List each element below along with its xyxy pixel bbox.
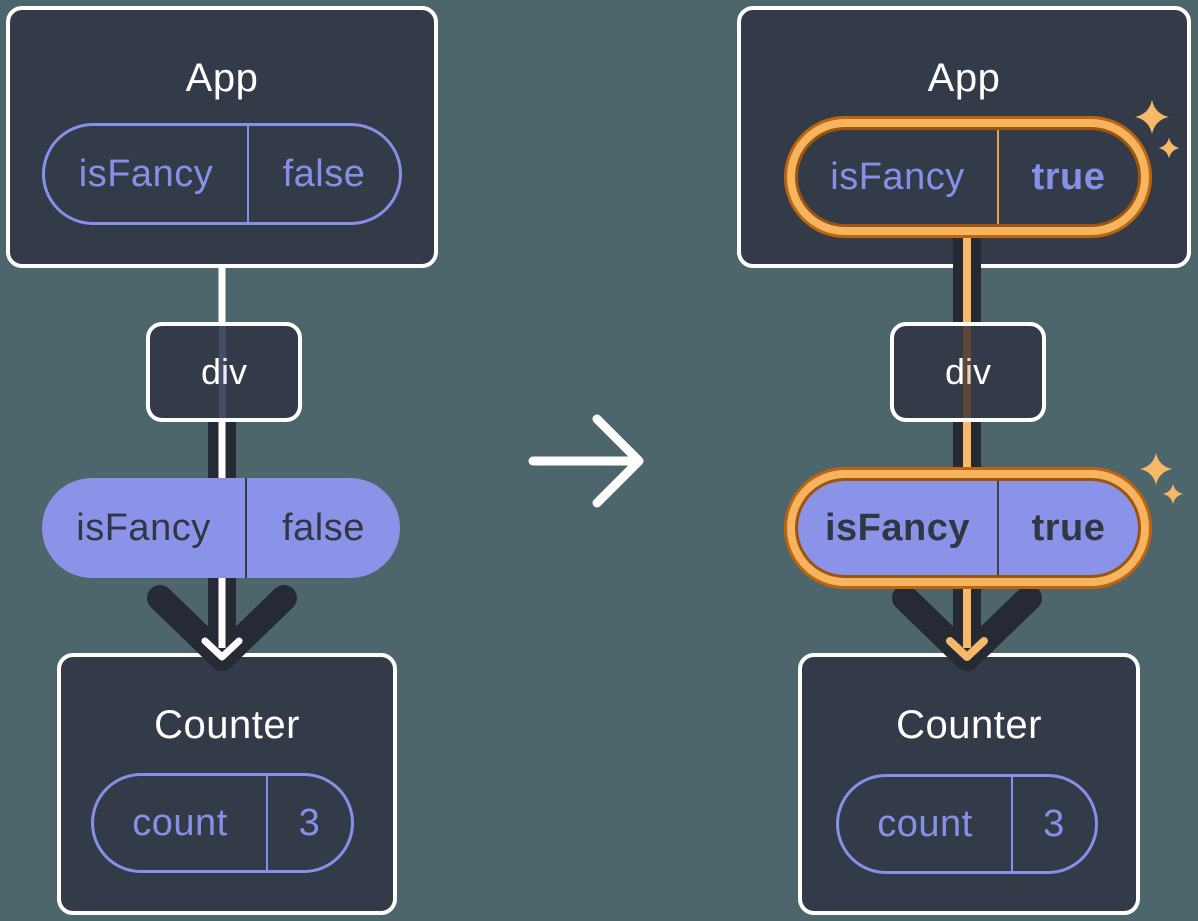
pill-divider: [266, 776, 268, 870]
prop-name-label: isFancy: [824, 506, 971, 549]
pill-divider: [245, 478, 247, 578]
state-pill-isfancy-before: isFancy false: [42, 123, 402, 225]
pill-divider: [997, 481, 999, 575]
state-pill-count-after: count 3: [836, 774, 1098, 874]
div-label: div: [200, 351, 248, 392]
pill-divider: [1011, 777, 1013, 871]
state-name-label: count: [132, 801, 228, 844]
state-value-label: 3: [1043, 802, 1065, 845]
prop-value-label: false: [282, 152, 366, 195]
prop-name-label: isFancy: [78, 152, 214, 195]
component-title: App: [185, 56, 259, 100]
counter-component-card-before: Counter count 3: [57, 653, 397, 915]
prop-name-label: isFancy: [830, 155, 965, 198]
counter-component-card-after: Counter count 3: [798, 653, 1140, 915]
passed-prop-pill-after-highlighted: isFancy true: [795, 478, 1141, 578]
prop-name-label: isFancy: [76, 506, 211, 549]
state-pill-count-before: count 3: [91, 773, 354, 873]
component-title: Counter: [154, 703, 300, 747]
pill-divider: [997, 130, 999, 224]
state-name-label: count: [877, 802, 973, 845]
line-through-stripe: [219, 326, 226, 418]
component-title: Counter: [896, 703, 1042, 747]
state-value-label: 3: [298, 801, 321, 844]
state-pill-isfancy-after-highlighted: isFancy true: [795, 127, 1141, 227]
pill-divider: [247, 126, 249, 222]
prop-value-label: true: [1031, 506, 1106, 549]
passed-prop-pill-before: isFancy false: [42, 478, 400, 578]
prop-value-label: true: [1031, 155, 1106, 198]
component-title: App: [927, 56, 1001, 100]
prop-value-label: false: [282, 506, 365, 549]
